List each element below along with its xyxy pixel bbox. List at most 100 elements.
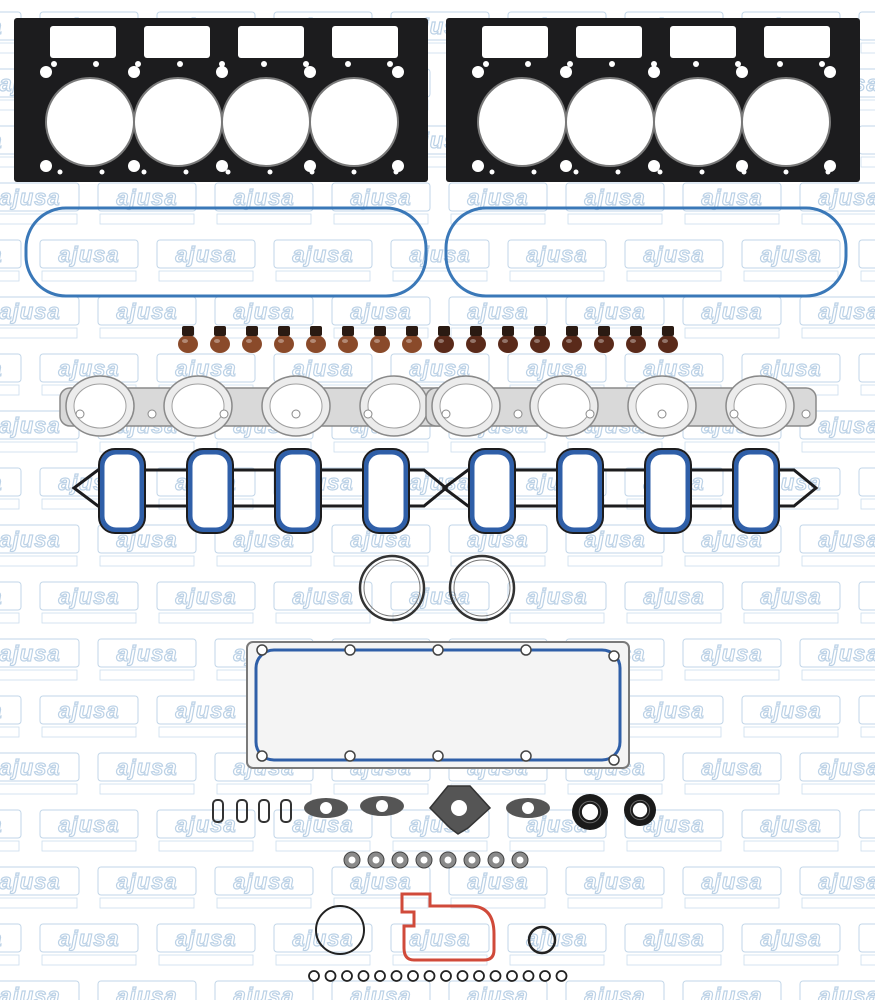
watermark-tile: ajusa <box>799 410 875 453</box>
svg-text:ajusa: ajusa <box>58 584 119 609</box>
svg-text:ajusa: ajusa <box>467 869 528 894</box>
watermark-tile: ajusa <box>741 809 841 852</box>
exhaust-manifold-gasket <box>425 375 817 437</box>
svg-text:ajusa: ajusa <box>0 128 3 153</box>
watermark-tile: ajusa <box>39 695 139 738</box>
tiny-o-ring <box>357 970 370 982</box>
valve-stem-seal <box>338 326 358 353</box>
svg-text:ajusa: ajusa <box>584 299 645 324</box>
svg-text:ajusa: ajusa <box>760 926 821 951</box>
svg-text:ajusa: ajusa <box>175 584 236 609</box>
svg-text:ajusa: ajusa <box>116 185 177 210</box>
svg-text:ajusa: ajusa <box>350 869 411 894</box>
svg-text:ajusa: ajusa <box>526 242 587 267</box>
svg-text:ajusa: ajusa <box>0 299 61 324</box>
svg-text:ajusa: ajusa <box>701 185 762 210</box>
washer <box>463 851 481 869</box>
watermark-tile: ajusa <box>448 182 548 225</box>
washer <box>415 851 433 869</box>
svg-text:ajusa: ajusa <box>175 812 236 837</box>
watermark-tile: ajusa <box>0 524 80 567</box>
svg-text:ajusa: ajusa <box>818 983 875 1000</box>
large-o-ring <box>315 905 365 955</box>
watermark-tile: ajusa <box>0 695 22 738</box>
watermark-tile: ajusa <box>0 866 80 909</box>
svg-text:ajusa: ajusa <box>58 812 119 837</box>
tiny-o-ring <box>374 970 386 982</box>
svg-text:ajusa: ajusa <box>0 812 3 837</box>
svg-text:ajusa: ajusa <box>350 983 411 1000</box>
watermark-tile: ajusa <box>858 695 875 738</box>
svg-text:ajusa: ajusa <box>350 185 411 210</box>
valve-stem-seal <box>530 326 550 353</box>
watermark-tile: ajusa <box>273 923 373 966</box>
exhaust-manifold-gasket <box>59 375 451 437</box>
tiny-o-ring <box>555 970 568 982</box>
svg-text:ajusa: ajusa <box>0 755 61 780</box>
watermark-tile: ajusa <box>39 239 139 282</box>
svg-text:ajusa: ajusa <box>701 983 762 1000</box>
watermark-tile: ajusa <box>0 638 80 681</box>
watermark-tile: ajusa <box>741 581 841 624</box>
valve-stem-seal <box>242 326 262 353</box>
svg-text:ajusa: ajusa <box>467 983 528 1000</box>
watermark-tile: ajusa <box>156 809 256 852</box>
watermark-tile: ajusa <box>0 353 22 396</box>
watermark-tile: ajusa <box>331 866 431 909</box>
watermark-tile: ajusa <box>0 581 22 624</box>
watermark-tile: ajusa <box>624 239 724 282</box>
svg-text:ajusa: ajusa <box>233 299 294 324</box>
svg-text:ajusa: ajusa <box>233 185 294 210</box>
watermark-tile: ajusa <box>0 809 22 852</box>
timing-cover-gasket <box>400 892 496 962</box>
svg-text:ajusa: ajusa <box>409 356 470 381</box>
valve-stem-seal <box>306 326 326 353</box>
svg-text:ajusa: ajusa <box>0 413 61 438</box>
watermark-tile: ajusa <box>97 296 197 339</box>
svg-text:ajusa: ajusa <box>643 584 704 609</box>
svg-text:ajusa: ajusa <box>292 242 353 267</box>
watermark-tile: ajusa <box>682 296 782 339</box>
svg-text:ajusa: ajusa <box>409 242 470 267</box>
watermark-tile: ajusa <box>624 581 724 624</box>
watermark-tile: ajusa <box>565 524 665 567</box>
throttle-ring-inner <box>363 559 421 617</box>
svg-text:ajusa: ajusa <box>760 812 821 837</box>
svg-text:ajusa: ajusa <box>116 983 177 1000</box>
valve-stem-seal <box>402 326 422 353</box>
valve-stem-seal <box>274 326 294 353</box>
svg-text:ajusa: ajusa <box>0 584 3 609</box>
tiny-o-ring <box>341 970 353 982</box>
watermark-tile: ajusa <box>858 11 875 54</box>
watermark-tile: ajusa <box>390 239 490 282</box>
watermark-tile: ajusa <box>214 980 314 1005</box>
watermark-tile: ajusa <box>0 752 80 795</box>
valve-stem-seal <box>658 326 678 353</box>
svg-text:ajusa: ajusa <box>0 698 3 723</box>
svg-text:ajusa: ajusa <box>0 242 3 267</box>
svg-text:ajusa: ajusa <box>0 14 3 39</box>
svg-text:ajusa: ajusa <box>116 869 177 894</box>
svg-text:ajusa: ajusa <box>584 185 645 210</box>
svg-text:ajusa: ajusa <box>350 299 411 324</box>
washer <box>487 851 505 869</box>
watermark-tile: ajusa <box>331 980 431 1005</box>
svg-text:ajusa: ajusa <box>818 869 875 894</box>
svg-text:ajusa: ajusa <box>0 983 61 1000</box>
watermark-tile: ajusa <box>156 923 256 966</box>
watermark-tile: ajusa <box>156 695 256 738</box>
head-gasket <box>14 18 428 182</box>
watermark-tile: ajusa <box>156 581 256 624</box>
watermark-tile: ajusa <box>741 695 841 738</box>
watermark-tile: ajusa <box>624 695 724 738</box>
tiny-o-ring <box>423 970 436 982</box>
svg-text:ajusa: ajusa <box>818 299 875 324</box>
svg-text:ajusa: ajusa <box>818 641 875 666</box>
valley-cover-gasket <box>246 641 630 769</box>
watermark-tile: ajusa <box>741 239 841 282</box>
watermark-tile: ajusa <box>156 239 256 282</box>
svg-text:ajusa: ajusa <box>701 299 762 324</box>
svg-text:ajusa: ajusa <box>58 926 119 951</box>
